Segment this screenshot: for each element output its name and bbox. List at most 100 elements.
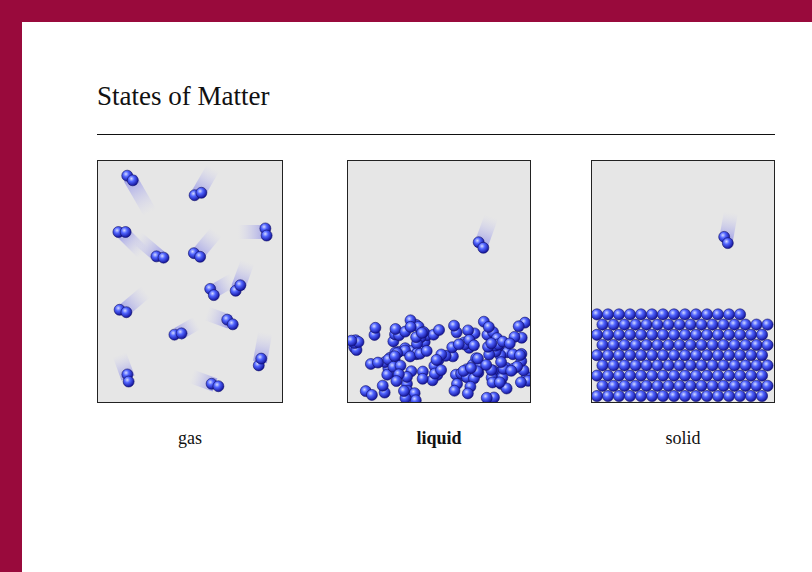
atom-sphere <box>712 370 723 381</box>
atom-sphere <box>462 388 473 399</box>
atom-sphere <box>641 319 652 330</box>
atom-sphere <box>701 329 712 340</box>
atom-sphere <box>261 230 272 241</box>
atom-sphere <box>630 380 641 391</box>
atom-sphere <box>762 380 773 391</box>
atom-sphere <box>722 238 733 249</box>
atom-sphere <box>745 350 756 361</box>
atom-sphere <box>597 360 608 371</box>
atom-sphere <box>652 360 663 371</box>
atom-sphere <box>624 350 635 361</box>
atom-sphere <box>506 365 517 376</box>
atom-sphere <box>696 339 707 350</box>
atom-sphere <box>398 385 409 396</box>
atom-sphere <box>597 339 608 350</box>
atom-sphere <box>718 319 729 330</box>
atom-sphere <box>630 319 641 330</box>
atom-sphere <box>668 350 679 361</box>
atom-sphere <box>729 339 740 350</box>
atom-sphere <box>690 309 701 320</box>
atom-sphere <box>483 321 494 332</box>
atom-sphere <box>481 392 492 402</box>
atom-sphere <box>504 338 515 349</box>
atom-sphere <box>657 309 668 320</box>
atom-sphere <box>389 351 400 362</box>
atom-sphere <box>652 339 663 350</box>
atom-sphere <box>453 339 464 350</box>
atom-sphere <box>668 390 679 401</box>
atom-sphere <box>602 370 613 381</box>
atom-sphere <box>235 280 246 291</box>
atom-sphere <box>436 365 447 376</box>
atom-sphere <box>679 390 690 401</box>
motion-trail <box>124 175 156 217</box>
atom-sphere <box>624 329 635 340</box>
atom-sphere <box>592 309 603 320</box>
atom-sphere <box>120 227 131 238</box>
atom-sphere <box>756 370 767 381</box>
atom-sphere <box>668 329 679 340</box>
atom-sphere <box>377 380 388 391</box>
top-band <box>0 0 812 22</box>
atom-sphere <box>405 321 416 332</box>
atom-sphere <box>740 319 751 330</box>
atom-sphere <box>494 377 505 388</box>
atom-sphere <box>690 390 701 401</box>
atom-sphere <box>513 321 524 332</box>
atom-sphere <box>646 350 657 361</box>
atom-sphere <box>602 390 613 401</box>
atom-sphere <box>635 390 646 401</box>
atom-sphere <box>434 324 445 335</box>
gas-molecules <box>113 165 272 392</box>
atom-sphere <box>707 339 718 350</box>
atom-sphere <box>745 329 756 340</box>
atom-sphere <box>515 377 526 388</box>
atom-sphere <box>158 252 169 263</box>
atom-sphere <box>734 329 745 340</box>
atom-sphere <box>701 309 712 320</box>
atom-sphere <box>657 329 668 340</box>
atom-sphere <box>608 319 619 330</box>
atom-sphere <box>685 360 696 371</box>
atom-sphere <box>592 329 603 340</box>
atom-sphere <box>592 370 603 381</box>
atom-sphere <box>690 350 701 361</box>
atom-sphere <box>372 357 383 368</box>
atom-sphere <box>421 345 432 356</box>
atom-sphere <box>679 309 690 320</box>
atom-sphere <box>679 370 690 381</box>
atom-sphere <box>635 329 646 340</box>
atom-sphere <box>592 350 603 361</box>
atom-sphere <box>370 322 381 333</box>
atom-sphere <box>663 339 674 350</box>
atom-sphere <box>701 370 712 381</box>
atom-sphere <box>208 290 219 301</box>
atom-sphere <box>431 354 442 365</box>
atom-sphere <box>630 339 641 350</box>
atom-sphere <box>696 380 707 391</box>
atom-sphere <box>701 390 712 401</box>
atom-sphere <box>707 319 718 330</box>
atom-sphere <box>391 376 402 387</box>
atom-sphere <box>624 370 635 381</box>
atom-sphere <box>674 339 685 350</box>
atom-sphere <box>481 359 492 370</box>
atom-sphere <box>718 339 729 350</box>
state-box: liquid <box>347 160 531 403</box>
atom-sphere <box>734 370 745 381</box>
atom-sphere <box>635 309 646 320</box>
state-label: solid <box>562 428 804 449</box>
atom-sphere <box>592 390 603 401</box>
atom-sphere <box>613 329 624 340</box>
atom-sphere <box>624 390 635 401</box>
box-fill <box>347 160 531 403</box>
atom-sphere <box>690 370 701 381</box>
atom-sphere <box>756 350 767 361</box>
atom-sphere <box>176 328 187 339</box>
atom-sphere <box>696 360 707 371</box>
motion-trail <box>253 331 272 363</box>
atom-sphere <box>734 309 745 320</box>
atom-sphere <box>685 380 696 391</box>
atom-sphere <box>514 350 525 361</box>
